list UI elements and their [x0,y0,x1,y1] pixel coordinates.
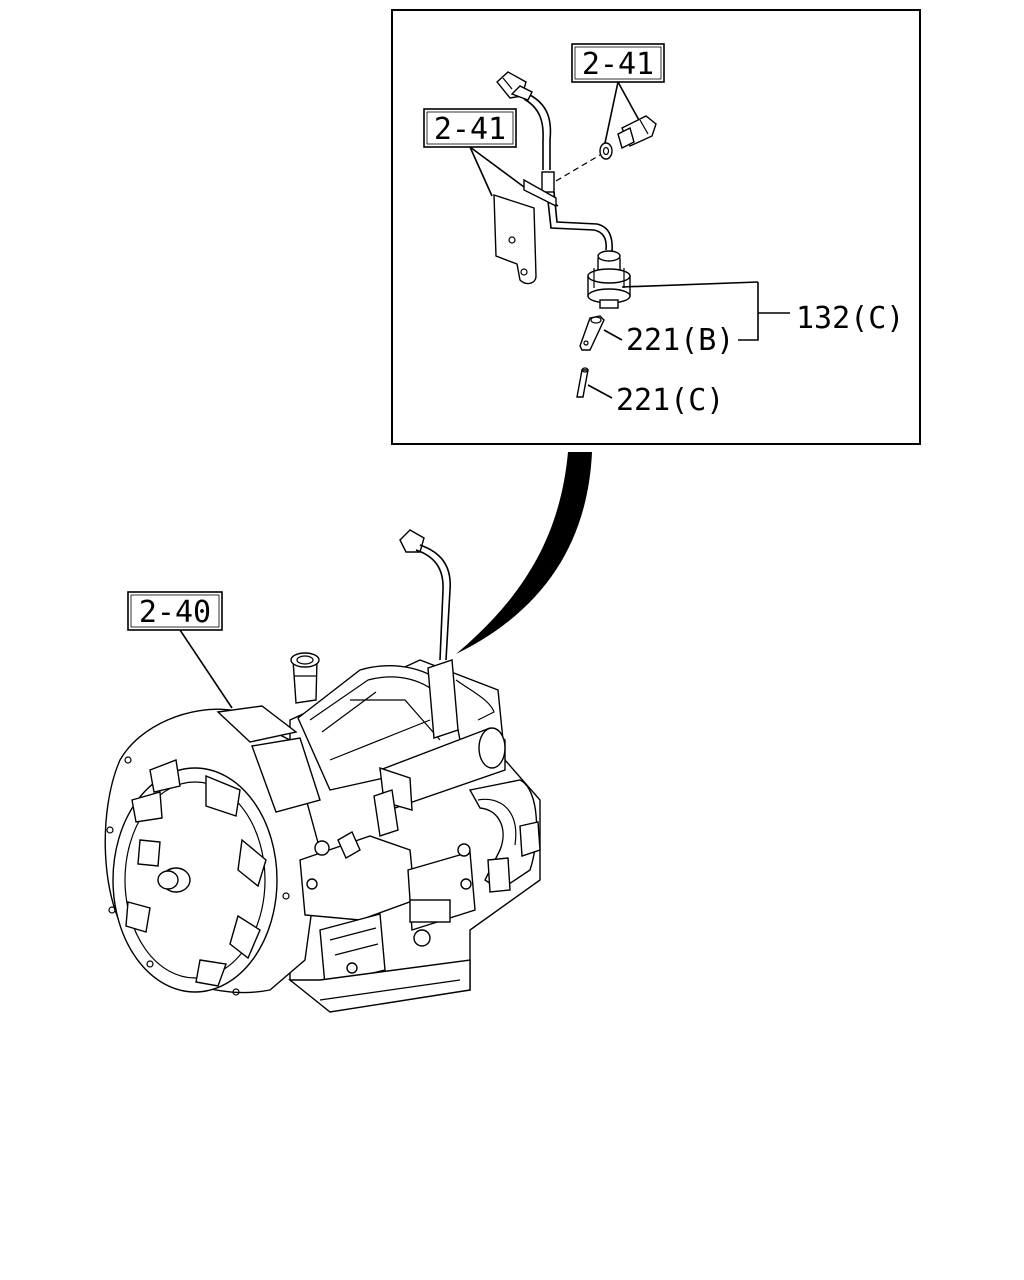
transmission-assembly: 2-40 [104,529,541,1013]
callout-2-41-top[interactable]: 2-41 [571,43,665,83]
leader-lines-parts [587,281,790,399]
label-221b[interactable]: 221(B) [626,323,734,358]
callout-2-41-top-text: 2-41 [582,47,654,82]
detail-pointer [456,452,592,654]
bolt-and-washer [555,115,657,182]
detail-inset: 2-41 2-41 [391,9,921,445]
pin-221b [579,315,605,351]
label-221c[interactable]: 221(C) [616,383,724,418]
filler-neck [290,652,320,704]
pressure-sensor [587,250,631,309]
callout-2-40[interactable]: 2-40 [127,591,223,631]
side-cylinder [379,727,506,811]
callout-2-41-left-text: 2-41 [434,112,506,147]
callout-2-41-left[interactable]: 2-41 [423,108,517,148]
sensor-harness [493,71,613,285]
callout-2-40-text: 2-40 [139,595,211,630]
pin-221c [576,367,589,398]
leader-2-40 [179,629,233,709]
leader-lines-inset [469,81,641,197]
label-132c[interactable]: 132(C) [796,301,904,336]
lower-body [299,789,541,986]
installed-sensor-harness [399,529,495,739]
